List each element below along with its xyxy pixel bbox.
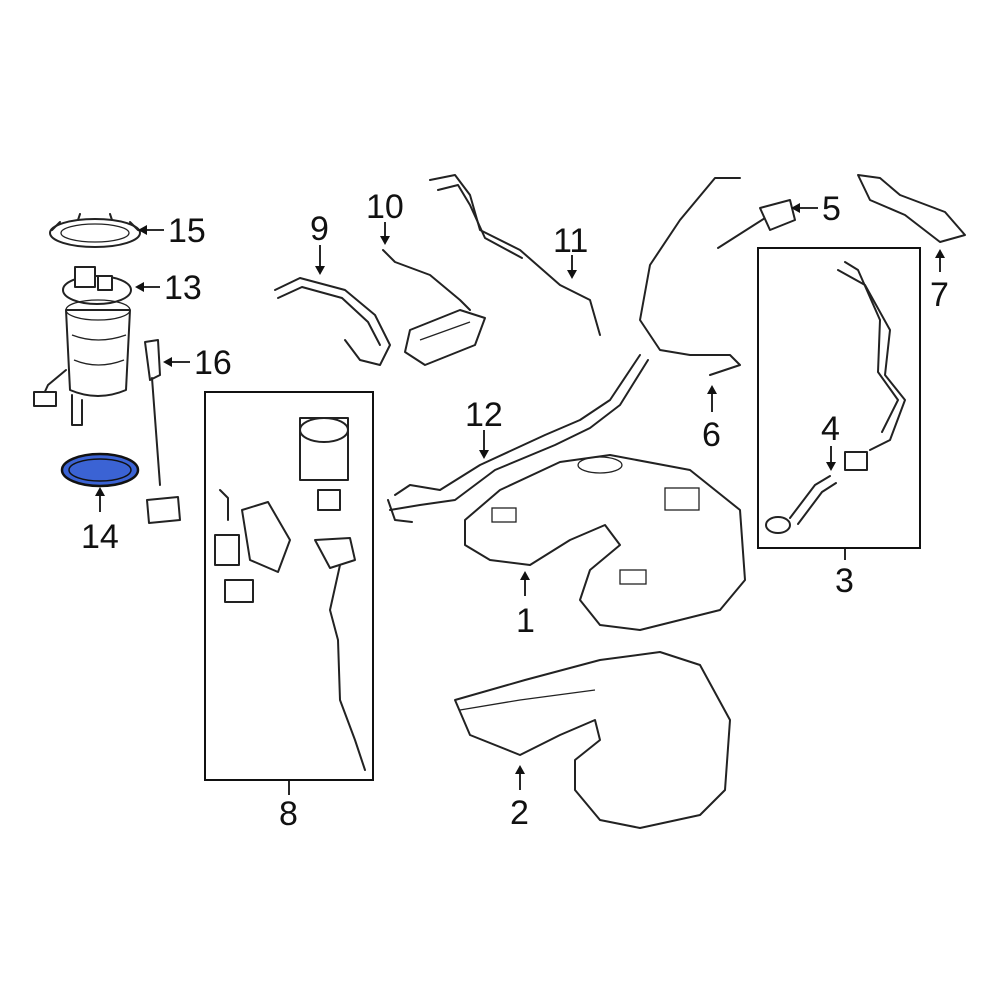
callout-4: 4 bbox=[821, 410, 840, 448]
part-11-vapor-line[interactable] bbox=[429, 174, 601, 336]
callout-12: 12 bbox=[465, 396, 503, 434]
callout-8: 8 bbox=[279, 795, 298, 833]
group-8-sender-components[interactable] bbox=[204, 391, 374, 781]
part-13-fuel-pump-module[interactable] bbox=[33, 266, 132, 426]
callout-15: 15 bbox=[168, 212, 206, 250]
part-14-gasket-seal[interactable] bbox=[60, 452, 140, 488]
callout-7: 7 bbox=[930, 276, 949, 314]
callout-14: 14 bbox=[81, 518, 119, 556]
part-1-fuel-tank[interactable] bbox=[464, 454, 746, 631]
callout-16: 16 bbox=[194, 344, 232, 382]
part-12-fuel-lines[interactable] bbox=[387, 354, 649, 523]
callout-5: 5 bbox=[822, 190, 841, 228]
callout-leaders bbox=[95, 203, 945, 795]
part-6-vent-tube[interactable] bbox=[639, 177, 741, 376]
callout-9: 9 bbox=[310, 210, 329, 248]
callout-10: 10 bbox=[366, 188, 404, 226]
part-9-fuel-line[interactable] bbox=[274, 277, 391, 366]
part-16-fuel-level-sender[interactable] bbox=[144, 339, 181, 524]
callout-11: 11 bbox=[553, 222, 588, 260]
callout-6: 6 bbox=[702, 416, 721, 454]
callout-1: 1 bbox=[516, 602, 535, 640]
part-7-bracket[interactable] bbox=[857, 174, 966, 243]
part-10-vapor-canister[interactable] bbox=[382, 249, 486, 366]
part-15-lock-ring[interactable] bbox=[49, 213, 141, 248]
part-4-filler-hose[interactable] bbox=[765, 475, 837, 534]
callout-3: 3 bbox=[835, 562, 854, 600]
callout-13: 13 bbox=[164, 269, 202, 307]
callout-labels: 15 13 16 14 9 10 11 12 5 6 7 4 3 1 2 8 bbox=[81, 188, 949, 833]
part-5-breather-cap[interactable] bbox=[717, 199, 796, 249]
group-3-filler-pipe-assembly[interactable] bbox=[757, 247, 921, 549]
part-2-heat-shield[interactable] bbox=[454, 651, 731, 829]
callout-2: 2 bbox=[510, 794, 529, 832]
